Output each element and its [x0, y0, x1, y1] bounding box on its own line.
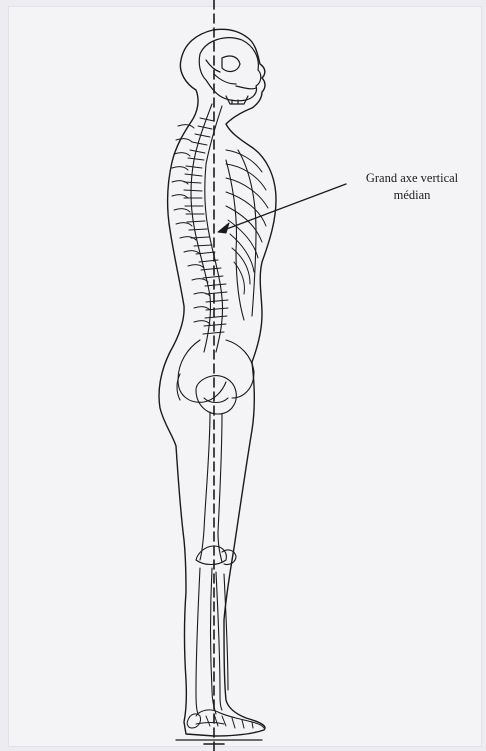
- spine: [191, 104, 223, 352]
- callout-arrow-line: [224, 184, 346, 230]
- vertebrae: [172, 118, 228, 334]
- annotation-line-1: Grand axe vertical: [342, 170, 482, 187]
- annotation-line-2: médian: [342, 187, 482, 204]
- arrowhead-icon: [218, 223, 229, 233]
- foot: [187, 710, 264, 728]
- body-outline: [159, 29, 276, 736]
- skull: [199, 38, 261, 104]
- pelvis: [177, 340, 254, 414]
- axis-annotation-label: Grand axe vertical médian: [342, 170, 482, 204]
- tibia-fibula: [196, 568, 228, 714]
- femur: [196, 412, 236, 565]
